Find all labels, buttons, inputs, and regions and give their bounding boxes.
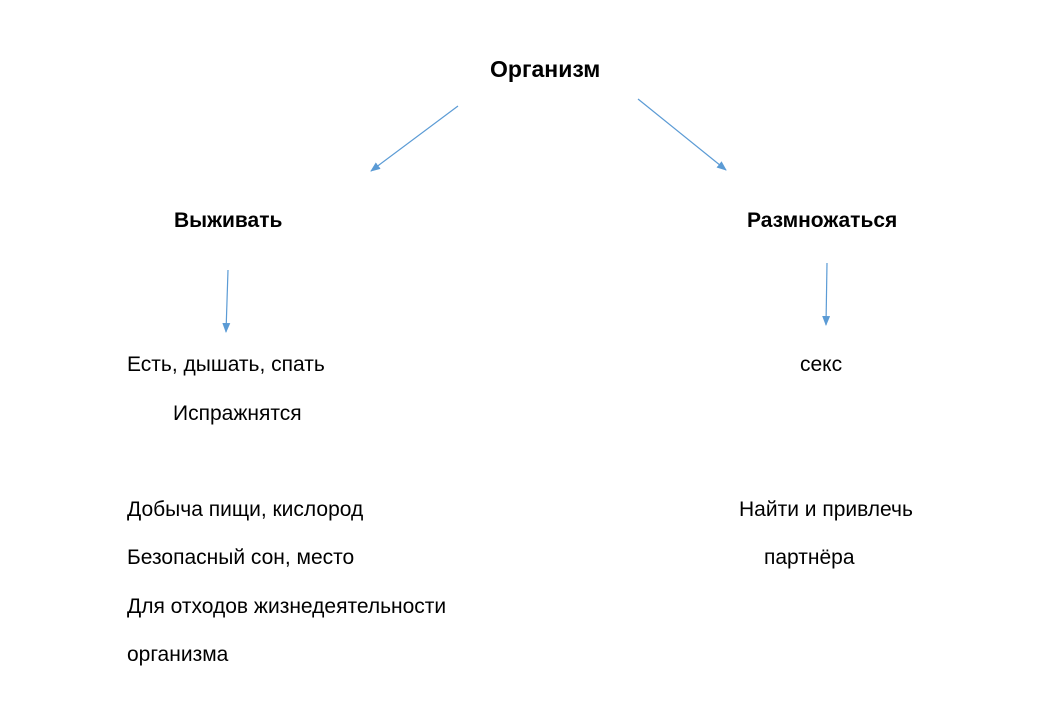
survive-detail-line-4: организма [127,643,229,666]
reproduce-detail-line-1: Найти и привлечь [739,498,913,521]
root-node-label: Организм [490,56,601,82]
survive-need-line-1: Есть, дышать, спать [127,353,325,376]
reproduce-need-line-1: секс [800,353,843,376]
arrow-root-to-reproduce [637,98,727,171]
survive-detail-line-2: Безопасный сон, место [127,546,355,569]
reproduce-detail-line-2: партнёра [764,546,855,569]
branch-reproduce-heading: Размножаться [747,209,898,232]
arrow-survive-to-needs [222,269,231,333]
survive-detail-line-3: Для отходов жизнедеятельности [127,595,447,618]
survive-detail-line-1: Добыча пищи, кислород [127,498,364,521]
arrow-reproduce-to-needs [822,262,831,326]
survive-need-line-2: Испражнятся [173,402,302,425]
branch-survive-heading: Выживать [174,209,283,232]
arrow-root-to-survive [370,105,459,172]
